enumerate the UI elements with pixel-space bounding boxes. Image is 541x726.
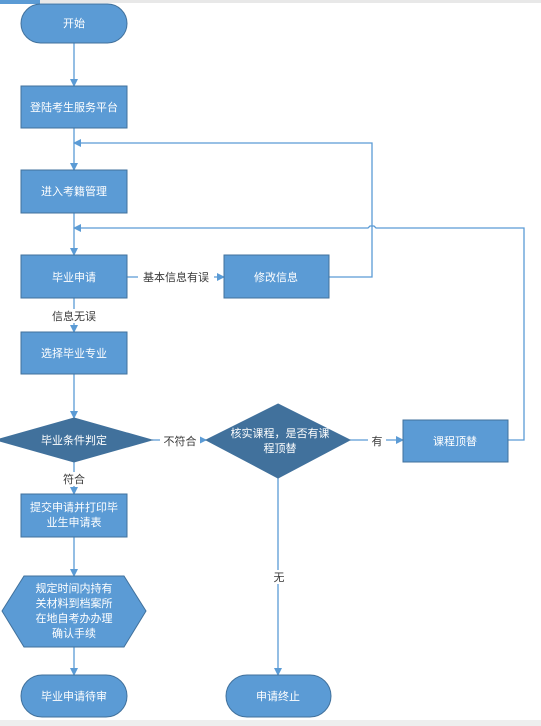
node-pending-review[interactable]: 毕业申请待审 [20, 674, 128, 718]
edges [70, 43, 525, 676]
node-submit-application[interactable]: 提交申请并打印毕 业生申请表 [20, 493, 128, 538]
node-verify-course-label-line1: 核实课程，是否有课 [231, 426, 330, 440]
edge-fix-loop-back [73, 139, 373, 278]
node-archive-confirmation[interactable]: 规定时间内持有 关材料到档案所 在地自考办办理 确认手续 [1, 575, 147, 648]
node-archive-confirmation-label-line4: 确认手续 [52, 626, 96, 640]
node-select-major[interactable]: 选择毕业专业 [20, 331, 128, 375]
node-submit-application-label-line2: 业生申请表 [47, 515, 102, 529]
node-terminate[interactable]: 申请终止 [225, 674, 332, 718]
node-archive-confirmation-label-line3: 在地自考办办理 [36, 612, 113, 625]
node-terminate-label: 申请终止 [256, 689, 300, 703]
node-select-major-label: 选择毕业专业 [41, 346, 107, 360]
node-fix-info[interactable]: 修改信息 [223, 254, 330, 299]
node-check-conditions[interactable]: 毕业条件判定 [0, 417, 154, 463]
bottom-border [0, 720, 541, 726]
node-pending-review-label: 毕业申请待审 [41, 689, 107, 703]
node-submit-application-label-line1: 提交申请并打印毕 [30, 500, 118, 514]
node-archive-confirmation-label-line1: 规定时间内持有 [36, 581, 113, 595]
node-course-substitution[interactable]: 课程顶替 [402, 419, 509, 463]
node-check-conditions-label: 毕业条件判定 [41, 433, 107, 447]
edge-label-none: 无 [274, 571, 285, 584]
node-apply-label: 毕业申请 [52, 271, 96, 284]
node-exam-records[interactable]: 进入考籍管理 [20, 169, 128, 214]
node-exam-records-label: 进入考籍管理 [41, 184, 107, 198]
node-archive-confirmation-label-line2: 关材料到档案所 [36, 596, 113, 610]
edge-label-has: 有 [372, 434, 383, 448]
node-fix-info-label: 修改信息 [254, 270, 298, 284]
edge-label-info-error: 基本信息有误 [143, 270, 209, 284]
node-verify-course-label-line2: 程顶替 [264, 441, 297, 455]
top-tab-marker [0, 0, 40, 4]
edge-labels: 基本信息有误 信息无误 不符合 符合 有 无 [48, 270, 386, 584]
node-login[interactable]: 登陆考生服务平台 [20, 85, 128, 129]
edge-course-sub-loop-back [73, 224, 525, 441]
top-border [0, 0, 541, 3]
node-start[interactable]: 开始 [20, 3, 128, 44]
node-start-label: 开始 [63, 16, 85, 30]
node-course-substitution-label: 课程顶替 [433, 434, 477, 448]
node-login-label: 登陆考生服务平台 [30, 100, 118, 114]
node-verify-course[interactable]: 核实课程，是否有课 程顶替 [204, 403, 352, 479]
edge-label-met: 符合 [63, 472, 85, 486]
edge-label-info-ok: 信息无误 [52, 309, 96, 323]
edge-label-not-met: 不符合 [164, 434, 197, 448]
node-apply[interactable]: 毕业申请 [20, 254, 128, 299]
